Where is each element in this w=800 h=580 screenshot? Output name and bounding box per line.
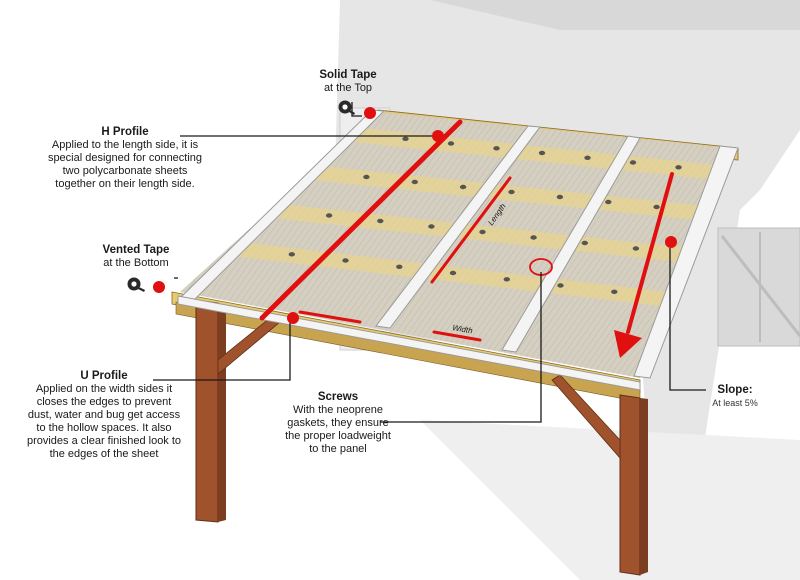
slope-dot — [665, 236, 677, 248]
h-profile-desc-line: Applied to the length side, it is — [51, 139, 199, 151]
screws-desc-line: gaskets, they ensure — [287, 417, 389, 429]
highlights — [259, 119, 674, 342]
vented-tape-title: Vented Tape — [102, 244, 170, 256]
h-profile-highlight — [259, 119, 463, 321]
screw-head — [581, 240, 588, 246]
screw-head — [675, 165, 682, 170]
width-label: Width — [452, 323, 474, 335]
screw-head — [556, 194, 564, 200]
u-profile-title: U Profile — [80, 370, 128, 382]
ground-shadow — [420, 420, 800, 580]
screw-head — [363, 174, 370, 180]
slope-title: Slope: — [717, 384, 753, 396]
screw-head — [508, 189, 515, 195]
screws-desc-line: With the neoprene — [293, 404, 383, 416]
marker-dots — [153, 107, 677, 324]
screw-head — [530, 235, 537, 240]
rafters — [232, 128, 724, 306]
house-window — [717, 227, 800, 347]
aluminium-profiles — [176, 109, 739, 391]
h-profile-desc-line: two polycarbonate sheets — [62, 165, 188, 177]
screw-head — [342, 258, 349, 263]
h-profile-label: H Profile Applied to the length side, it… — [10, 125, 240, 191]
screw-head — [493, 146, 500, 151]
screw-head — [605, 199, 612, 205]
screws-label: Screws With the neoprene gaskets, they e… — [272, 390, 404, 456]
screw-head — [611, 289, 618, 294]
length-arrow-line — [430, 176, 512, 284]
screw-head — [402, 136, 409, 141]
screw-head — [411, 179, 418, 185]
slope-desc: At least 5% — [712, 398, 758, 408]
slope-arrowhead — [614, 330, 642, 358]
screw-head — [584, 155, 591, 160]
screws-desc-line: the proper loadweight — [285, 430, 391, 442]
solid-tape-desc: at the Top — [323, 82, 373, 94]
slope-arrow-line — [626, 172, 674, 334]
vented-tape-roll-icon — [127, 277, 145, 292]
screw-head — [396, 264, 403, 269]
width-line-2 — [432, 330, 482, 342]
screw-head — [557, 283, 564, 288]
h-profile-desc-line: together on their length side. — [55, 178, 195, 190]
u-profile-desc-line: provides a clear finished look to — [26, 435, 182, 447]
h-profile-title: H Profile — [101, 126, 149, 138]
u-profile-desc-line: Applied on the width sides it — [35, 383, 173, 395]
vented-tape-label: Vented Tape at the Bottom — [94, 243, 178, 270]
slope-label: Slope: At least 5% — [702, 383, 768, 409]
solid-tape-dot — [364, 107, 376, 119]
screws-group — [288, 136, 682, 294]
screw-head — [325, 213, 333, 218]
u-profile-dot — [287, 312, 299, 324]
screw-head — [428, 224, 435, 229]
width-line — [298, 310, 362, 324]
screw-head — [538, 150, 546, 156]
h-profile-dot — [432, 130, 444, 142]
u-profile-desc-line: closes the edges to prevent — [36, 396, 172, 408]
solid-tape-label: Solid Tape at the Top — [308, 68, 388, 95]
screws-desc-line: to the panel — [309, 443, 367, 455]
solid-tape-title: Solid Tape — [319, 69, 377, 81]
vented-tape-dot — [153, 281, 165, 293]
u-profile-desc-line: to the hollow spaces. It also — [36, 422, 172, 434]
screw-head — [377, 218, 384, 224]
screw-head — [459, 184, 467, 190]
u-profile-desc-line: dust, water and bug get access — [27, 409, 181, 421]
screw-head — [449, 270, 457, 276]
vented-tape-desc: at the Bottom — [103, 257, 169, 269]
screws-title: Screws — [317, 391, 359, 403]
h-profile-desc-line: special designed for connecting — [47, 152, 203, 164]
screw-head — [629, 160, 637, 165]
u-profile-label: U Profile Applied on the width sides it … — [6, 369, 202, 461]
screw-head — [447, 141, 455, 146]
screw-head — [479, 229, 486, 235]
leader-lines — [153, 102, 706, 423]
house-roof-shadow — [430, 0, 800, 30]
screw-head — [653, 204, 660, 210]
screw-head — [503, 277, 510, 282]
tape-roll-icon — [338, 100, 355, 115]
u-profile-desc-line: the edges of the sheet — [49, 448, 159, 460]
screw-head — [632, 246, 640, 251]
screw-head — [288, 252, 295, 257]
